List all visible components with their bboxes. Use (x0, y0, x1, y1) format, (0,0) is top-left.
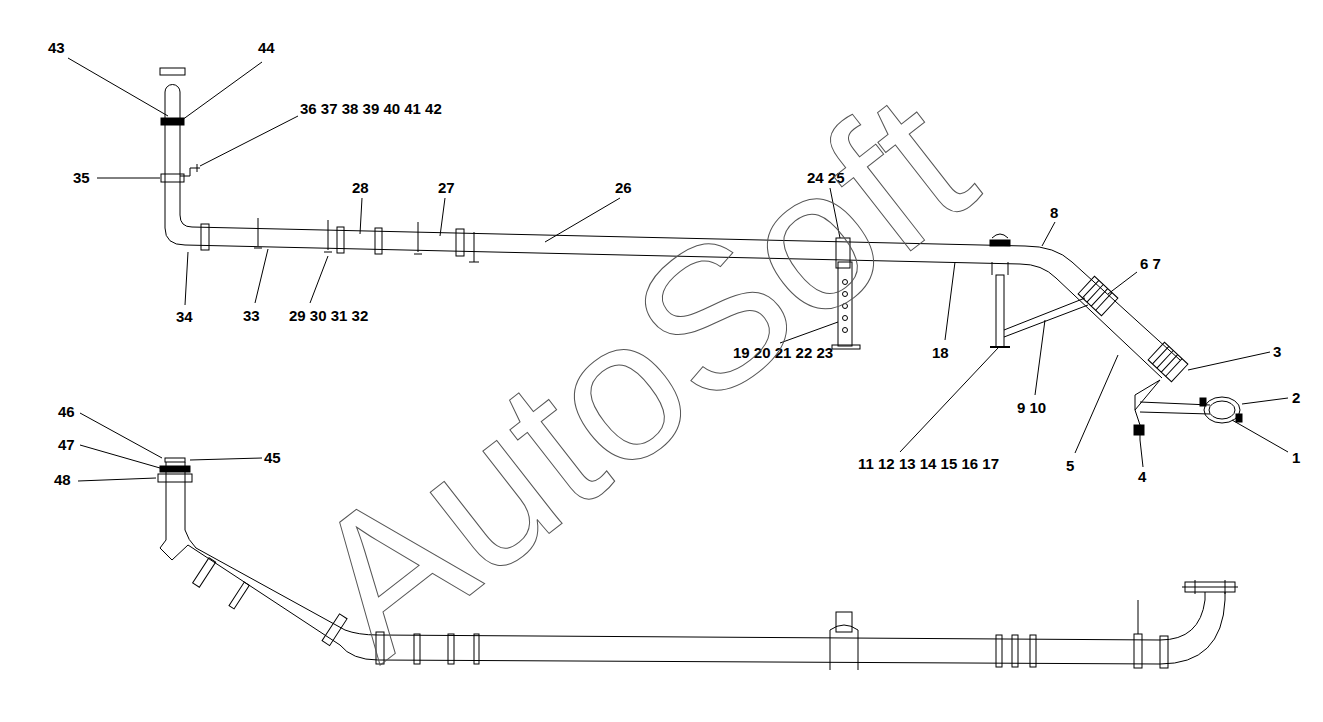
coupler-ribs (1153, 346, 1183, 376)
clamp (996, 635, 1002, 667)
hole (843, 316, 848, 321)
clamp (158, 474, 192, 482)
callout-number: 11 12 13 14 15 16 17 (858, 456, 999, 472)
callout-number: 47 (58, 437, 75, 453)
leader-line (68, 58, 1288, 467)
clamp (160, 466, 190, 472)
callout-number: 24 25 (807, 170, 845, 186)
callout-number: 33 (243, 308, 260, 324)
clamp (201, 224, 209, 250)
callout-number: 6 7 (1140, 256, 1161, 272)
callout-number: 1 (1292, 450, 1300, 466)
coupler (1148, 342, 1188, 381)
pipe-outline (340, 592, 1225, 664)
callout-number: 44 (258, 40, 275, 56)
callout-number: 4 (1138, 469, 1146, 485)
support (836, 612, 852, 632)
pipe-outline (1025, 246, 1180, 360)
pipe-outline (192, 227, 1025, 246)
hole (843, 304, 848, 309)
clamp (1160, 636, 1168, 668)
clamp (161, 174, 184, 182)
clamp (448, 634, 454, 664)
clamp (337, 227, 344, 253)
clamp-bolt (1200, 398, 1206, 406)
clamp (1012, 635, 1018, 667)
brace (1004, 298, 1088, 337)
clamp (1030, 635, 1036, 667)
callout-number: 9 10 (1017, 400, 1046, 416)
clamp (474, 634, 479, 664)
pipe-clamp (1204, 397, 1240, 423)
leader-line (78, 413, 262, 481)
support-post (838, 262, 852, 346)
pipe-outline (185, 245, 1020, 264)
coupler (1078, 276, 1118, 315)
callout-number: 35 (73, 170, 90, 186)
bracket-nut (1134, 425, 1144, 435)
foot-plate (990, 346, 1010, 348)
stub (469, 232, 479, 262)
callout-number: 5 (1066, 458, 1074, 474)
pipe-outline (160, 462, 340, 645)
coupler-body (1148, 342, 1188, 381)
support-post (996, 275, 1004, 347)
clamp (375, 228, 382, 254)
pipe-clamp (1209, 401, 1235, 419)
pin (414, 222, 422, 254)
u-bolt-nut (990, 240, 1010, 246)
callout-number: 29 30 31 32 (289, 308, 368, 324)
callout-number: 28 (352, 180, 369, 196)
pipe-cap (165, 85, 180, 92)
clamp (161, 118, 184, 125)
hole (843, 328, 848, 333)
foot-plate (832, 345, 860, 349)
callout-number: 2 (1292, 390, 1300, 406)
callout-number: 3 (1273, 344, 1281, 360)
callout-number: 18 (932, 345, 949, 361)
pipe-outline (185, 462, 345, 630)
hole (843, 292, 848, 297)
hole (843, 280, 848, 285)
callout-number: 45 (264, 450, 281, 466)
bracket (180, 164, 200, 176)
callout-number: 19 20 21 22 23 (733, 345, 833, 361)
bolts (1182, 580, 1238, 594)
pipe-outline (1020, 264, 1162, 378)
callout-number: 26 (615, 180, 632, 196)
clamp (376, 632, 384, 664)
pipe-end (165, 458, 185, 462)
watermark: AutoSoft (276, 60, 1004, 690)
callout-number: 43 (48, 40, 65, 56)
pin (324, 220, 332, 252)
u-bolt (830, 625, 858, 670)
callout-number: 8 (1050, 205, 1058, 221)
callout-number: 36 37 38 39 40 41 42 (300, 101, 442, 117)
clamp (414, 634, 420, 664)
coupler-body (1078, 276, 1118, 315)
callout-number: 46 (58, 404, 75, 420)
flange (229, 582, 249, 609)
pin (254, 218, 262, 248)
pipe-outline (180, 92, 192, 227)
flange (193, 558, 216, 588)
callout-number: 34 (176, 309, 193, 325)
clamp (160, 68, 185, 75)
bracket-plate (1135, 380, 1160, 410)
stub (1138, 600, 1139, 634)
clamp-bolt (1236, 414, 1242, 422)
flange (322, 614, 347, 646)
clamp (456, 229, 464, 256)
callout-number: 48 (54, 472, 71, 488)
callout-number: 27 (438, 180, 455, 196)
pipe-outline (345, 592, 1205, 640)
clamp (1134, 634, 1142, 668)
